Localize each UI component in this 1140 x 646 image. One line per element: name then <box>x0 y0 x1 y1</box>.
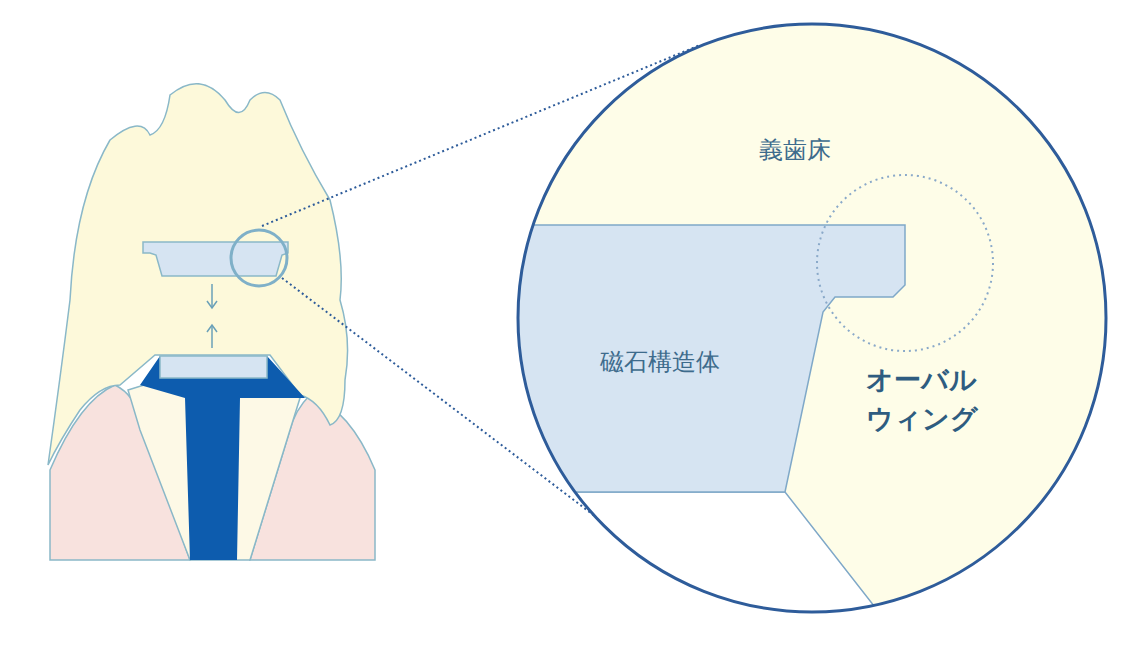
attach-arrows <box>207 284 217 348</box>
empty-space <box>500 492 885 620</box>
part-label: 磁石構造体 <box>600 346 720 378</box>
magnet-structure-detail <box>500 225 905 492</box>
part-label: 義歯床 <box>759 134 831 166</box>
keeper <box>160 356 267 378</box>
zoom-border <box>518 24 1106 612</box>
callout-label: オーバル ウィング <box>866 360 982 438</box>
zoom-marker <box>231 230 287 286</box>
post-core <box>140 356 305 560</box>
magnet-structure <box>143 242 288 276</box>
oval-wing-marker <box>817 175 993 351</box>
